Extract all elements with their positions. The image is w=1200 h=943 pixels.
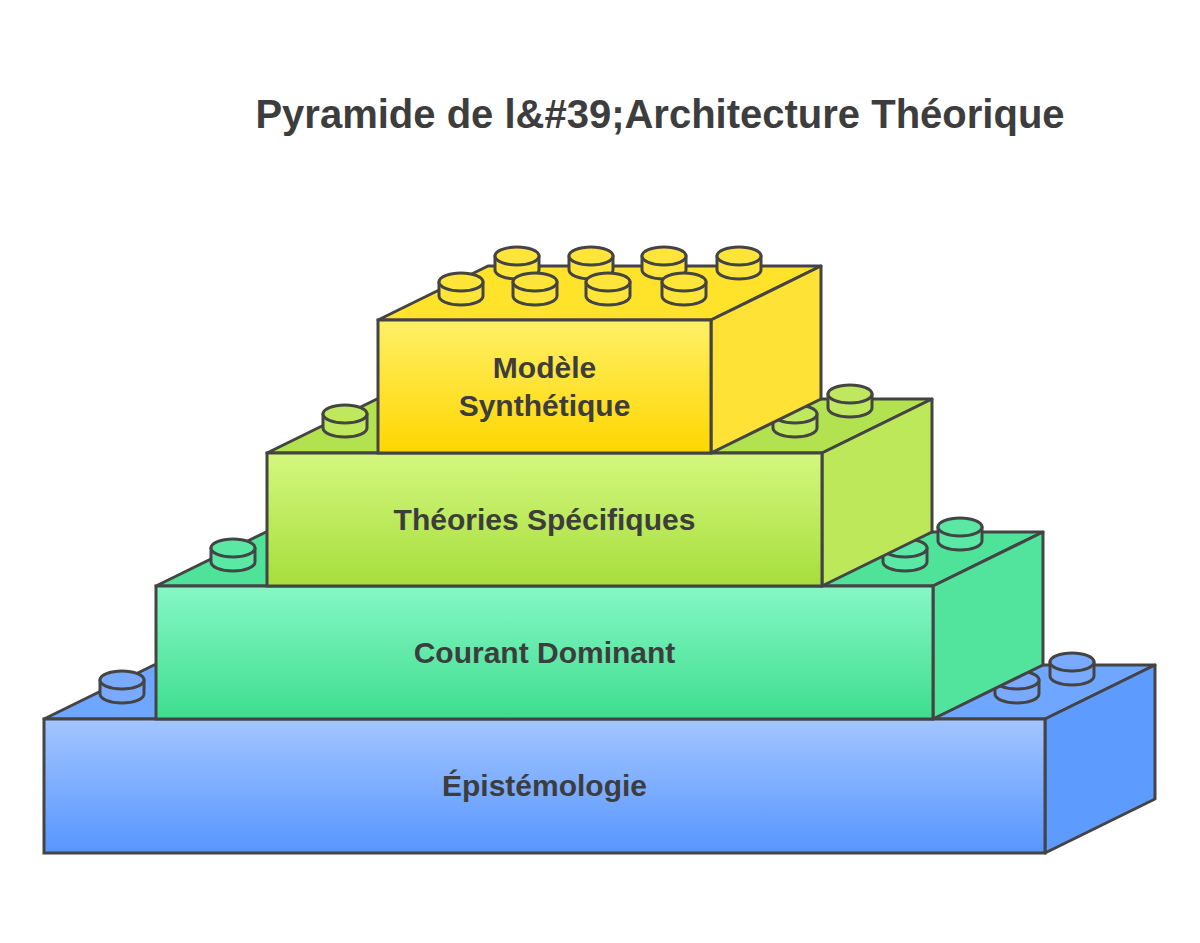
stud-top (495, 247, 539, 265)
brick-side (1045, 665, 1155, 853)
brick-stud (1050, 653, 1094, 685)
brick-side (822, 399, 932, 586)
brick-front (378, 320, 711, 453)
brick-side (711, 266, 821, 453)
brick-label: Épistémologie (442, 767, 647, 805)
stud-top (513, 273, 557, 291)
brick-stud (938, 518, 982, 550)
brick-stud (586, 273, 630, 305)
brick-stud (662, 273, 706, 305)
brick-stud (513, 273, 557, 305)
brick-label: Modèle Synthétique (430, 349, 660, 424)
brick-label-box: Épistémologie (47, 722, 1042, 850)
brick-front (156, 586, 933, 719)
brick-stud (439, 273, 483, 305)
brick-front (44, 719, 1045, 853)
stud-top (211, 539, 255, 557)
stud-top (662, 273, 706, 291)
lego-brick (378, 247, 821, 453)
stud-top (586, 273, 630, 291)
brick-label-box: Théories Spécifiques (270, 456, 819, 583)
stud-top (100, 671, 144, 689)
stud-top (828, 385, 872, 403)
brick-stud (211, 539, 255, 571)
stud-top (439, 273, 483, 291)
brick-label: Théories Spécifiques (394, 501, 696, 539)
brick-side (933, 532, 1043, 719)
brick-label: Courant Dominant (414, 634, 676, 672)
stud-top (642, 247, 686, 265)
brick-label-box: Modèle Synthétique (381, 323, 708, 450)
brick-stud (828, 385, 872, 417)
stud-top (1050, 653, 1094, 671)
stud-top (323, 405, 367, 423)
stud-top (717, 247, 761, 265)
stud-top (938, 518, 982, 536)
diagram-title: Pyramide de l&#39;Architecture Théorique (0, 92, 1200, 137)
brick-label-box: Courant Dominant (159, 589, 930, 716)
brick-stud (323, 405, 367, 437)
brick-front (267, 453, 822, 586)
stud-top (569, 247, 613, 265)
brick-stud (717, 247, 761, 279)
brick-stud (100, 671, 144, 703)
